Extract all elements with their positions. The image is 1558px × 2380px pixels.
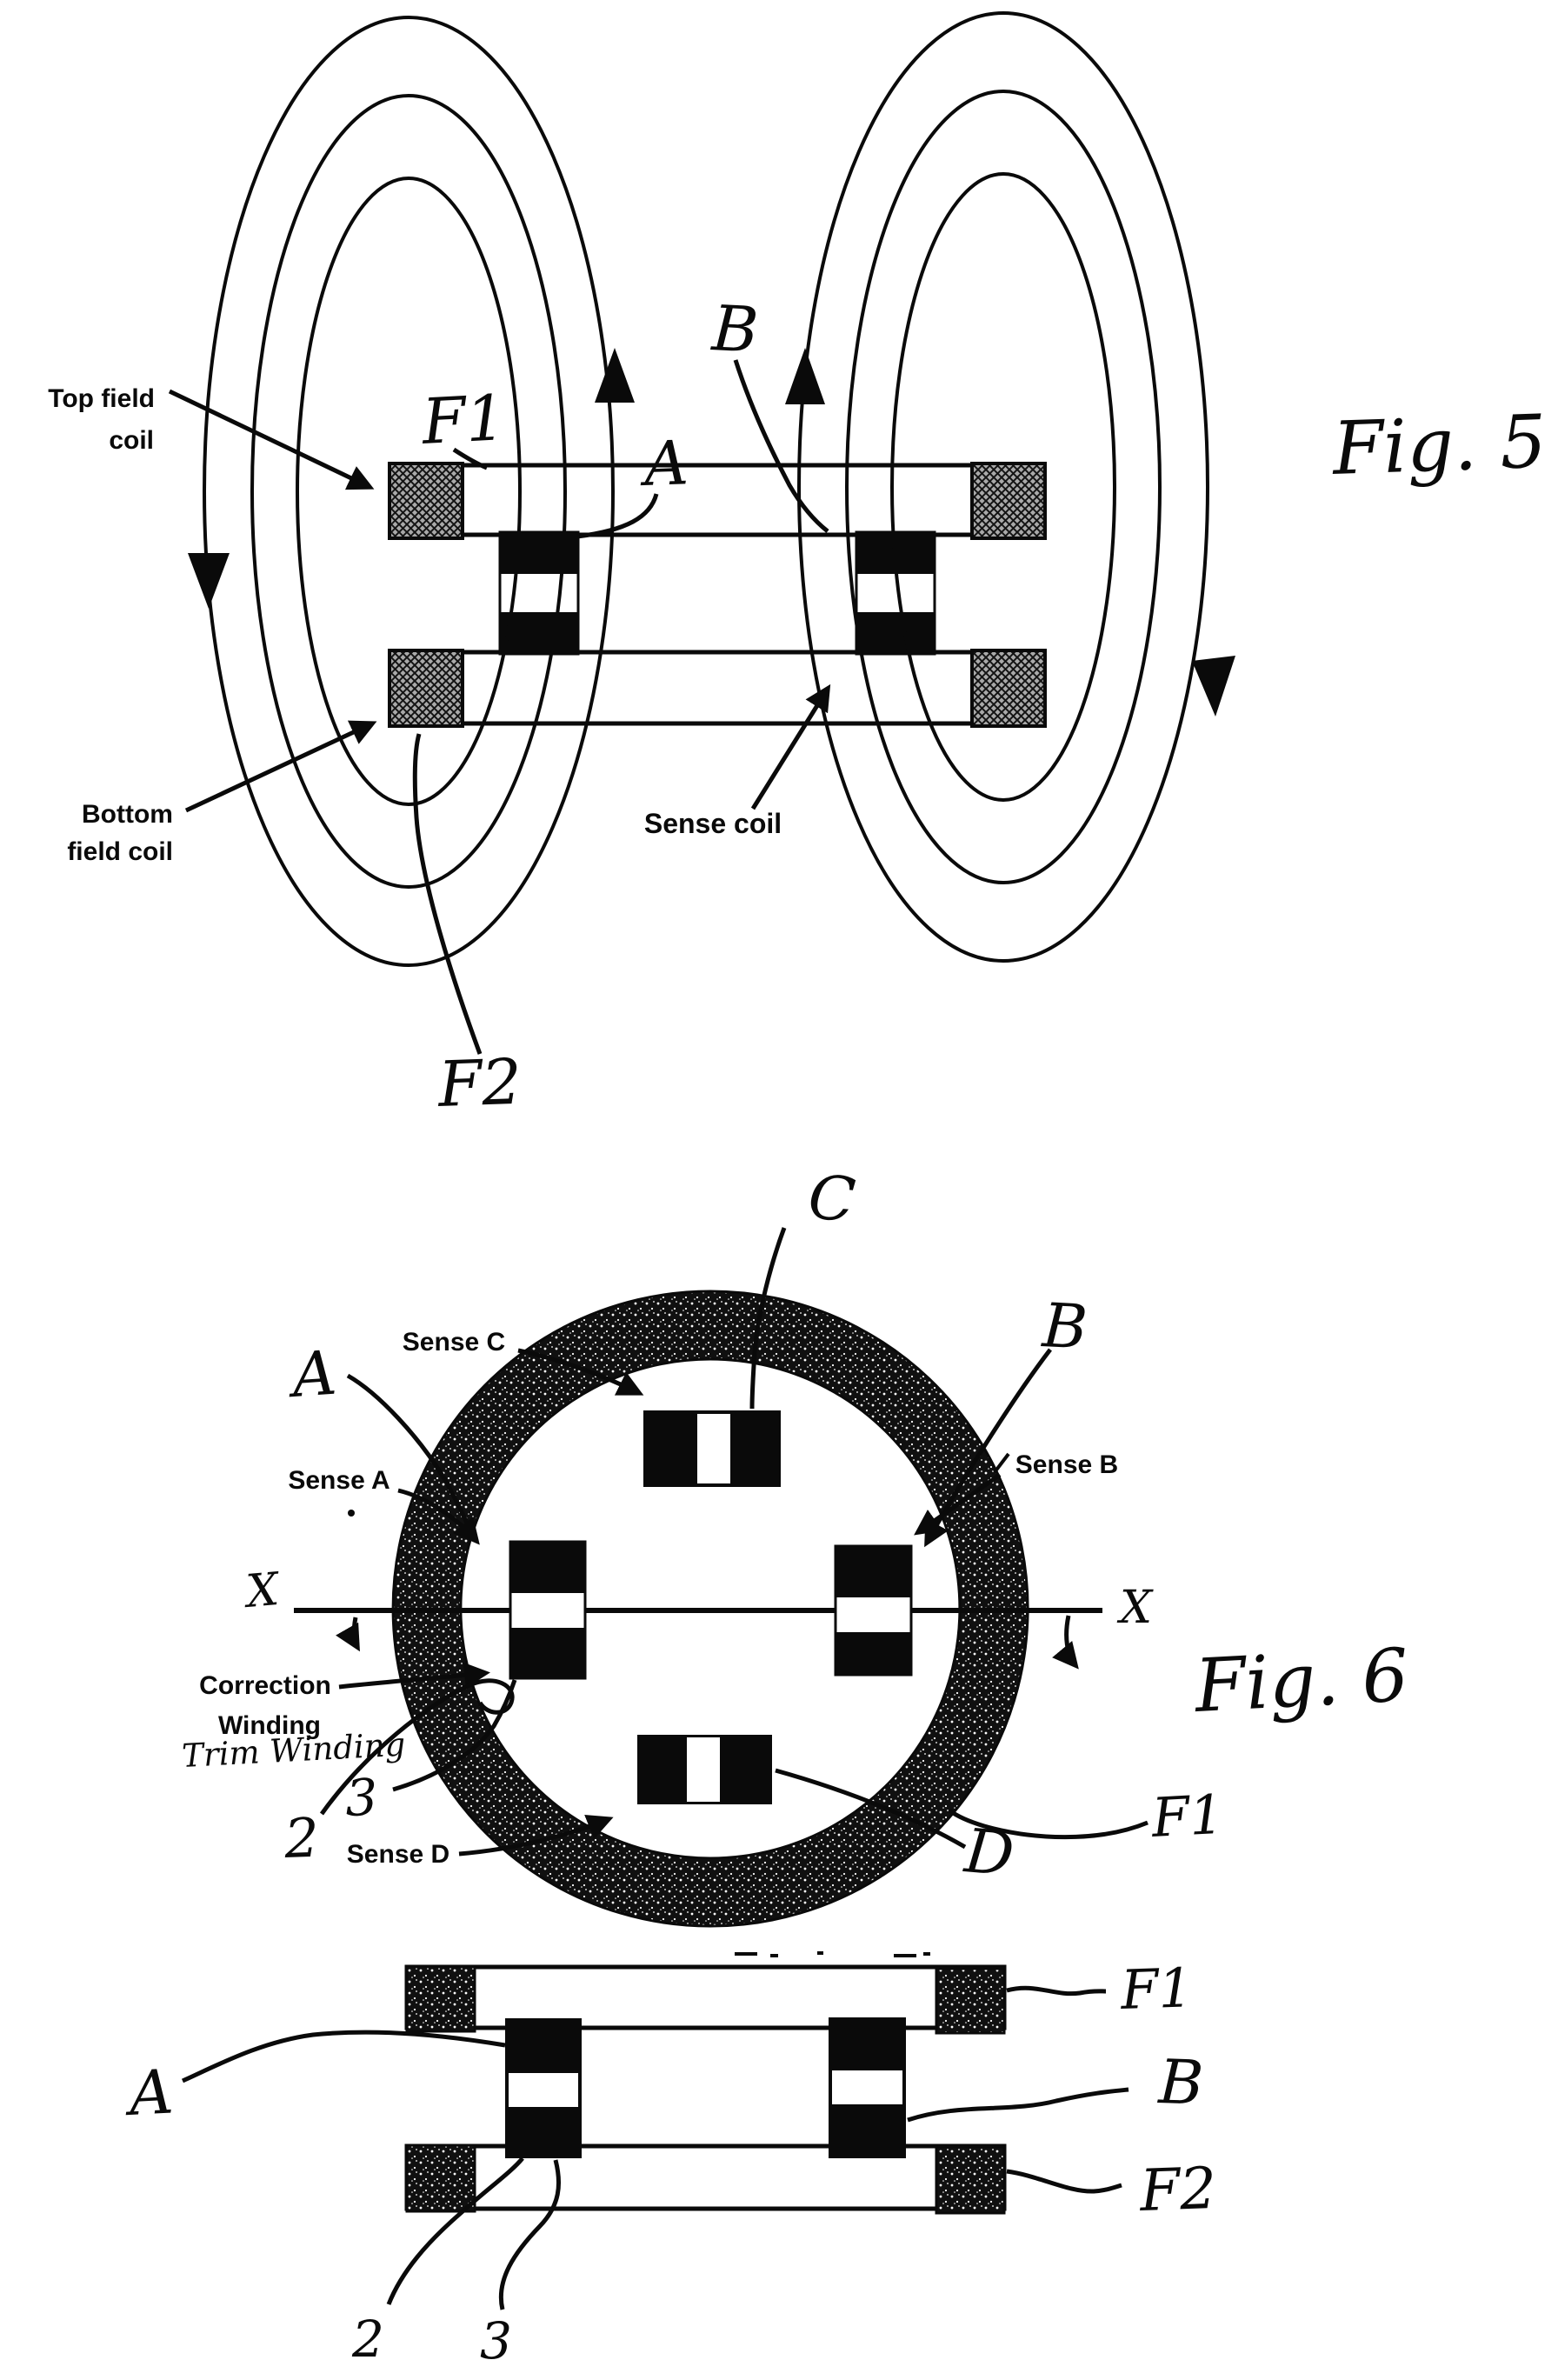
bottom-field-coil-label-line2: field coil [67,837,173,866]
sense-c-label: Sense C [403,1328,505,1357]
side-view-field-coil-end-bottom-left [405,2143,476,2213]
sense-b-tick [993,1452,1010,1474]
fig6-sense-coil-d [637,1735,772,1804]
f1-ring-leader-line [948,1808,1149,1840]
fig6-core-ring [391,1290,1029,1928]
fig6-d-label: D [961,1815,1017,1890]
field-arrow-up-icon [595,348,635,403]
fig5-sense-coil-left [498,530,580,656]
fig6-c-label: C [806,1161,859,1236]
side-view-wire3-leader-line [498,2159,562,2310]
side-view-f2-leader-line [1006,2169,1122,2194]
field-lines-right-group [797,11,1209,963]
fig6-a-label: A [284,1337,338,1412]
field-arrow-down-icon [1192,656,1235,717]
field-line-ellipse [890,172,1116,802]
fig6-side-view-group: A F1 B F2 2 3 [123,1951,1217,2370]
field-arrow-down-icon [188,553,230,609]
d-leader-line [775,1768,967,1850]
fig6-wire2-label: 2 [283,1806,320,1870]
side-view-field-coil-end-bottom-right [935,2145,1006,2215]
top-field-coil-label-line1: Top field [48,384,155,413]
correction-winding-pointer-arrow [338,1662,490,1690]
side-view-a-label: A [123,2056,176,2130]
fig6-sense-coil-b [834,1544,913,1677]
fig5-b-label: B [709,291,760,367]
sense-c-pointer-arrow [517,1348,644,1396]
bottom-field-coil-label-line1: Bottom [82,800,173,829]
fig5-field-coil-end-bottom-left [388,649,464,728]
x-axis-right-down-arrow-icon [1052,1615,1079,1670]
sense-a-label: Sense A [288,1466,390,1495]
field-line-ellipse [296,177,522,806]
field-line-ellipse [250,94,567,889]
fig5-group: Top field coil Bottom field coil Sense c… [48,11,1548,1121]
fig6-wire3-label: 3 [344,1768,378,1828]
fig5-caption: Fig. 5 [1329,398,1548,491]
fig6-caption: Fig. 6 [1191,1632,1411,1729]
sense-b-pointer-arrow [914,1472,1002,1536]
field-line-ellipse [203,16,615,967]
bottom-field-coil-pointer-arrow [184,720,377,813]
sense-d-pointer-arrow [458,1814,614,1857]
field-line-ellipse [845,90,1162,884]
x-axis-left-down-arrow-icon [336,1617,360,1652]
fig5-a-label: A [638,427,689,500]
side-view-b-leader-line [907,2087,1129,2123]
stray-dot [348,1510,355,1517]
side-view-f1-label: F1 [1119,1956,1194,2022]
fig5-field-coil-end-top-right [970,462,1047,540]
side-view-f2-label: F2 [1138,2155,1217,2224]
top-field-coil-label-line2: coil [109,426,154,455]
side-view-wire3-label: 3 [480,2311,512,2370]
side-view-field-coil-end-top-right [935,1967,1006,2035]
sense-d-label: Sense D [347,1840,449,1869]
fig6-sense-coil-c [643,1410,781,1487]
correction-winding-label-line1: Correction [199,1671,331,1700]
fig6-sense-coil-a [509,1540,587,1680]
side-view-coil-right [829,2017,906,2158]
fig5-top-field-coil-bar [389,463,1046,537]
side-view-top-bar [404,1964,1007,2030]
scan-noise-dashes [735,1951,930,1957]
fig5-field-coil-end-top-left [388,462,464,540]
field-lines-left-group [203,16,615,967]
side-view-f1-leader-line [1006,1985,1107,1997]
top-field-coil-pointer-arrow [168,389,375,490]
field-arrow-up-icon [785,348,825,404]
x-axis-right-label: X [1116,1582,1154,1634]
side-view-wire2-leader-line [386,2157,524,2305]
fig5-f2-label: F2 [436,1045,523,1121]
sense-coil-label: Sense coil [644,808,782,839]
side-view-b-label: B [1155,2046,1204,2119]
fig6-group: C Sense C A Sense A B Sense B X X Correc… [181,1161,1411,1928]
side-view-wire2-label: 2 [351,2310,384,2369]
correction-winding-label-line2: Winding [218,1711,321,1740]
field-line-ellipse [797,11,1209,963]
wire3-leader-line [392,1679,517,1792]
side-view-field-coil-end-top-left [405,1965,476,2033]
fig5-f1-label: F1 [418,381,507,458]
fig5-field-coil-end-bottom-right [970,649,1047,728]
side-view-coil-left [505,2018,582,2158]
f1-leader-line [452,447,488,470]
sense-a-pointer-arrow [397,1488,480,1545]
fig6-f1-label: F1 [1149,1783,1225,1850]
x-axis-left-label: X [241,1563,283,1619]
side-view-a-leader-line [181,2030,506,2083]
c-leader-line [749,1227,787,1410]
side-view-bottom-bar [404,2143,1007,2211]
fig6-b-label: B [1039,1290,1089,1363]
f2-leader-line [412,733,483,1055]
b-leader-line [733,359,829,533]
sense-b-label: Sense B [1015,1450,1118,1479]
sense-coil-pointer-arrow [750,683,831,810]
a-leader-line [576,493,659,539]
